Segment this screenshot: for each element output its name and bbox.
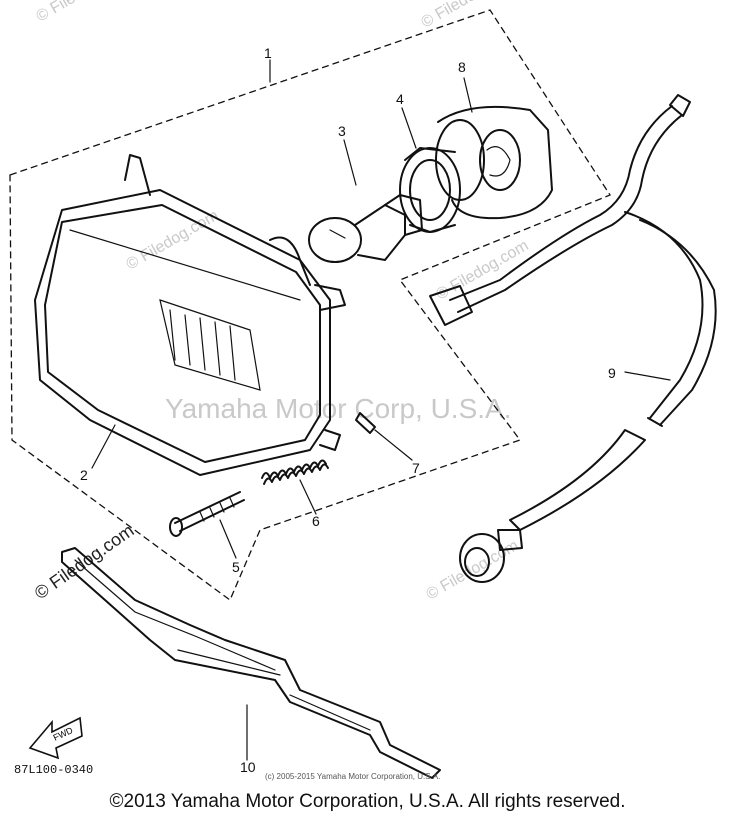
watermark-center: Yamaha Motor Corp, U.S.A. bbox=[165, 393, 512, 424]
watermark-filedog-mid-right: © Filedog.com bbox=[434, 237, 532, 303]
callout-7: 7 bbox=[412, 460, 420, 476]
watermark-filedog-lower-right: © Filedog.com bbox=[424, 537, 522, 603]
callout-5: 5 bbox=[232, 559, 240, 575]
watermark-filedog-lower-left: © Filedog.com bbox=[31, 520, 138, 603]
callout-4: 4 bbox=[396, 91, 404, 107]
copyright-caption: ©2013 Yamaha Motor Corporation, U.S.A. A… bbox=[109, 791, 626, 812]
watermark-filedog-mid-left: © Filedog.com bbox=[124, 207, 222, 273]
adjusting-screw bbox=[169, 491, 245, 537]
callout-6: 6 bbox=[312, 513, 320, 529]
diagram-part-code: 87L100-0340 bbox=[14, 763, 94, 777]
bulb-cover bbox=[435, 105, 553, 220]
callout-3: 3 bbox=[338, 123, 346, 139]
assembly-outline bbox=[9, 9, 611, 602]
clip bbox=[355, 412, 376, 434]
fwd-arrow-icon: FWD bbox=[28, 716, 83, 760]
wire-harness bbox=[429, 94, 717, 583]
callout-8: 8 bbox=[458, 59, 466, 75]
callout-10: 10 bbox=[240, 759, 256, 775]
leader-lines bbox=[91, 59, 671, 761]
adjusting-spring bbox=[261, 459, 329, 485]
callout-9: 9 bbox=[608, 365, 616, 381]
small-copyright-note: (c) 2005-2015 Yamaha Motor Corporation, … bbox=[265, 772, 441, 781]
watermark-filedog-top-left: © Filedog.com bbox=[34, 0, 132, 25]
watermark-filedog-top-right: © Filedog.com bbox=[419, 0, 517, 31]
headlight-unit bbox=[34, 154, 346, 476]
mounting-stay bbox=[61, 547, 441, 779]
callout-1: 1 bbox=[264, 45, 272, 61]
headlight-bulb bbox=[308, 194, 423, 263]
callout-2: 2 bbox=[80, 467, 88, 483]
bulb-socket bbox=[399, 147, 461, 233]
